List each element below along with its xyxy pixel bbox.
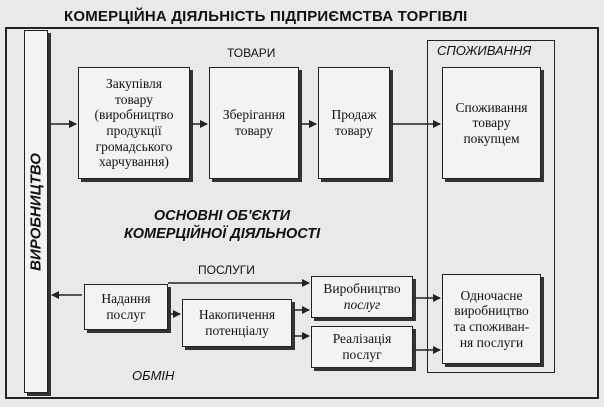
sale-box: Продаж товару [318,67,390,179]
purchase-box: Закупівля товару (виробництво продукції … [78,67,190,179]
realization-box: Реалізація послуг [311,326,413,368]
consumption-frame [427,40,555,373]
services-label: ПОСЛУГИ [198,263,255,277]
outer-frame [5,27,599,399]
service-production-line2: послуг [343,297,381,312]
service-production-box: Виробництво послуг [311,276,413,318]
storage-box: Зберігання товару [209,67,299,179]
exchange-label: ОБМІН [132,368,175,383]
goods-label: ТОВАРИ [227,46,276,60]
diagram-title: КОМЕРЦІЙНА ДІЯЛЬНІСТЬ ПІДПРИЄМСТВА ТОРГІ… [64,8,468,25]
provision-box: Надання послуг [84,284,168,330]
center-caption: ОСНОВНІ ОБ'ЄКТИ КОМЕРЦІЙНОЇ ДІЯЛЬНОСТІ [124,208,321,243]
production-bar: ВИРОБНИЦТВО [24,30,48,393]
simultaneous-box: Одночасне виробництво та споживан- ня по… [442,274,541,364]
consumption-goods-box: Споживання товару покупцем [442,67,541,179]
consumption-header: СПОЖИВАННЯ [437,43,532,58]
service-production-line1: Виробництво [323,281,401,297]
accumulation-box: Накопичення потенціалу [182,299,292,347]
